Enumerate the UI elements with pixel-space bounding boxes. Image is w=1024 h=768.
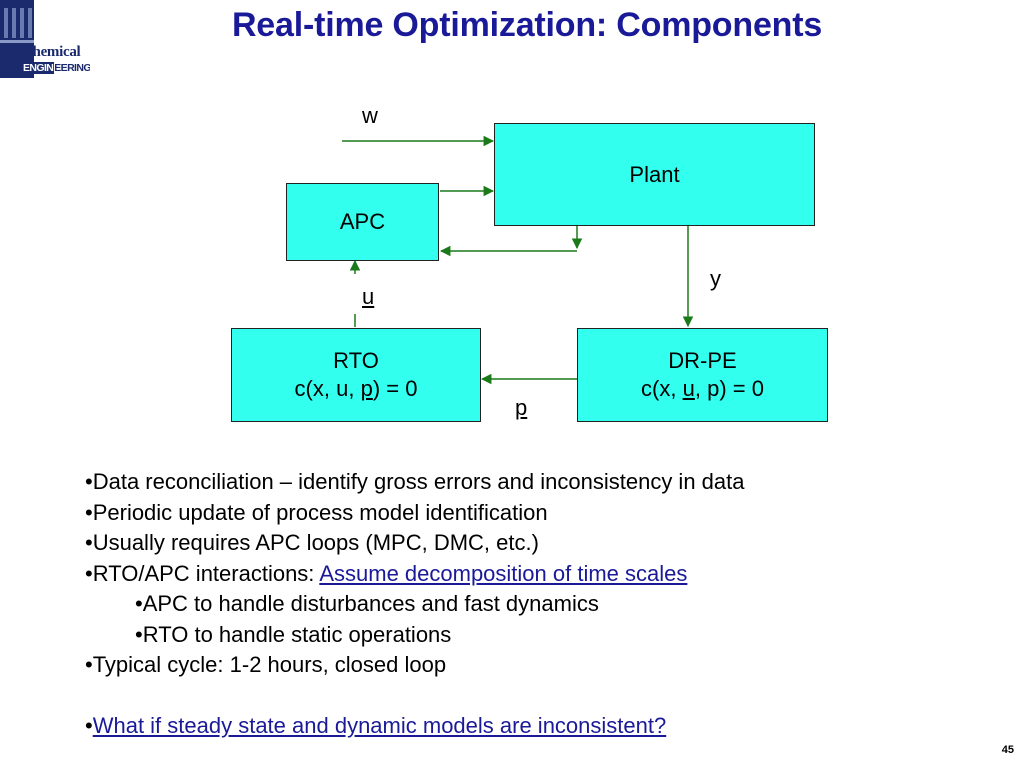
logo-text-engineering: ENGINEERING bbox=[22, 62, 90, 74]
slide-title: Real-time Optimization: Components bbox=[231, 6, 823, 44]
plant-box: Plant bbox=[494, 123, 815, 226]
apc-label: APC bbox=[339, 209, 386, 234]
plant-label: Plant bbox=[629, 161, 680, 187]
rto-label: RTO bbox=[333, 348, 379, 373]
label-y: y bbox=[710, 266, 721, 291]
bullet-inconsistent-models: •What if steady state and dynamic models… bbox=[85, 713, 667, 738]
bullet-periodic-update: •Periodic update of process model identi… bbox=[85, 499, 548, 525]
rto-box: RTO c(x, u, p) = 0 bbox=[231, 328, 481, 422]
drpe-label: DR-PE bbox=[668, 348, 737, 373]
label-w: w bbox=[362, 103, 378, 128]
link-decomposition-time-scales[interactable]: Assume decomposition of time scales bbox=[319, 560, 688, 586]
link-inconsistent-models[interactable]: What if steady state and dynamic models … bbox=[92, 713, 667, 738]
drpe-equation: c(x, u, p) = 0 bbox=[641, 376, 764, 401]
rto-equation: c(x, u, p) = 0 bbox=[294, 376, 418, 401]
label-p: p bbox=[515, 395, 528, 420]
bullet-apc-disturbances: •APC to handle disturbances and fast dyn… bbox=[135, 591, 599, 616]
apc-box: APC bbox=[286, 183, 439, 261]
bullet-apc-loops: •Usually requires APC loops (MPC, DMC, e… bbox=[85, 530, 539, 555]
bullet-spacer bbox=[85, 681, 744, 712]
bullet-list: •Data reconciliation – identify gross er… bbox=[85, 467, 744, 742]
label-u: u bbox=[362, 284, 375, 309]
bullet-rto-apc-interactions: •RTO/APC interactions: Assume decomposit… bbox=[85, 560, 688, 586]
logo-text-chemical: Chemical bbox=[22, 44, 81, 60]
drpe-box: DR-PE c(x, u, p) = 0 bbox=[577, 328, 828, 422]
bullet-typical-cycle: •Typical cycle: 1-2 hours, closed loop bbox=[85, 652, 447, 677]
chemical-engineering-logo: Chemical ENGINEERING bbox=[0, 0, 90, 78]
bullet-rto-static: •RTO to handle static operations bbox=[135, 621, 452, 647]
bullet-data-reconciliation: •Data reconciliation – identify gross er… bbox=[85, 469, 745, 494]
page-number: 45 bbox=[1001, 744, 1014, 756]
